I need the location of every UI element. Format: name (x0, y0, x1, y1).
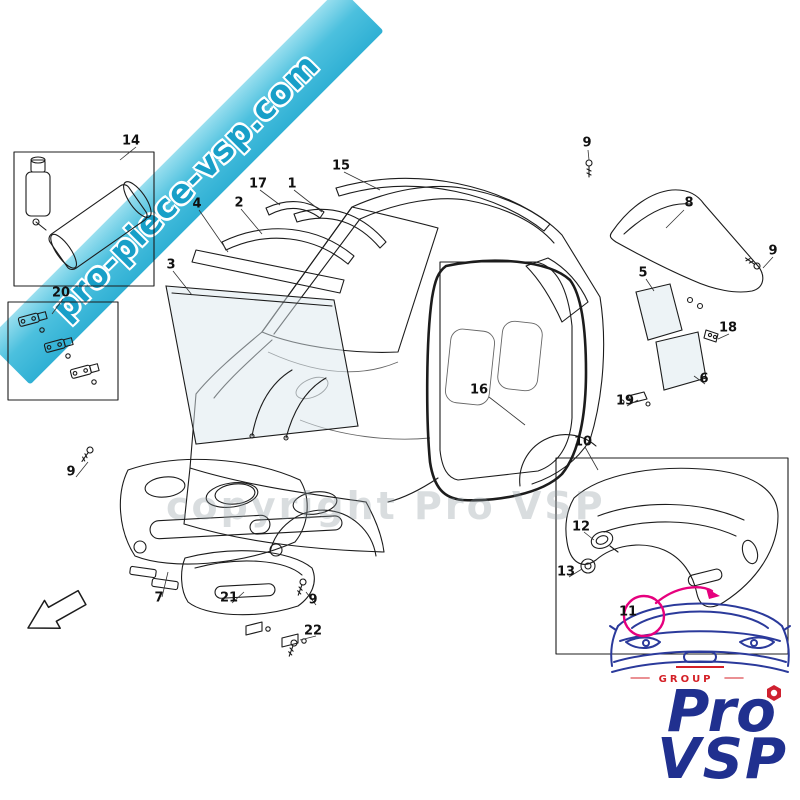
callout-8: 8 (684, 195, 694, 211)
callout-13: 13 (556, 564, 576, 580)
hinge-kit-box-part20 (7, 301, 119, 401)
group-label: GROUP (658, 673, 714, 685)
lower-bumper-part21 (181, 550, 315, 616)
callout-18: 18 (718, 320, 738, 336)
callout-21: 21 (219, 590, 239, 606)
promo-car-sketch (609, 586, 791, 673)
seal-strips-parts1-2-15-17 (221, 177, 551, 265)
logo-pro-text: Pro (630, 682, 781, 740)
part11-highlight-circle (622, 586, 720, 638)
direction-arrow (27, 589, 87, 629)
bulb-part13 (580, 558, 596, 574)
callout-16: 16 (469, 382, 489, 398)
glue-kit-box-part14 (13, 151, 155, 287)
callout-10: 10 (573, 434, 593, 450)
callout-1: 1 (287, 176, 297, 192)
callout-7: 7 (154, 590, 164, 606)
group-ribbon: GROUP (630, 673, 742, 685)
callout-19: 19 (615, 393, 635, 409)
callout-9-right: 9 (768, 243, 778, 259)
callout-15: 15 (331, 158, 351, 174)
callout-11: 11 (618, 604, 638, 620)
rear-roof-panel-part8 (609, 189, 764, 293)
side-windows-parts5-6 (635, 283, 707, 391)
callout-20: 20 (51, 285, 71, 301)
callout-2: 2 (234, 195, 244, 211)
nut-icon (767, 685, 781, 702)
callout-9-bottom: 9 (308, 592, 318, 608)
front-bumper-part7 (119, 458, 308, 591)
callout-4: 4 (192, 196, 202, 212)
callout-5: 5 (638, 265, 648, 281)
callout-22: 22 (303, 623, 323, 639)
hinge-bracket-part18 (703, 329, 719, 343)
callout-14: 14 (121, 133, 141, 149)
callout-9-left: 9 (66, 464, 76, 480)
front-panel-box-part10 (555, 457, 789, 655)
callout-9-top: 9 (582, 135, 592, 151)
callout-6: 6 (699, 371, 709, 387)
logo-vsp-text: VSP (657, 727, 788, 793)
provsp-logo: GROUP Pro VSP (630, 673, 788, 793)
leader-lines (51, 146, 774, 641)
cowl-trim-part4 (191, 249, 345, 294)
callout-17: 17 (248, 176, 268, 192)
door-seal-part16 (425, 259, 588, 502)
support-brackets-part22 (245, 621, 307, 648)
indicator-lamp-part12 (590, 531, 619, 553)
windshield-glass-part3 (165, 285, 359, 445)
callout-3: 3 (166, 257, 176, 273)
hinge-bracket-part19 (619, 391, 651, 407)
callout-12: 12 (571, 519, 591, 535)
